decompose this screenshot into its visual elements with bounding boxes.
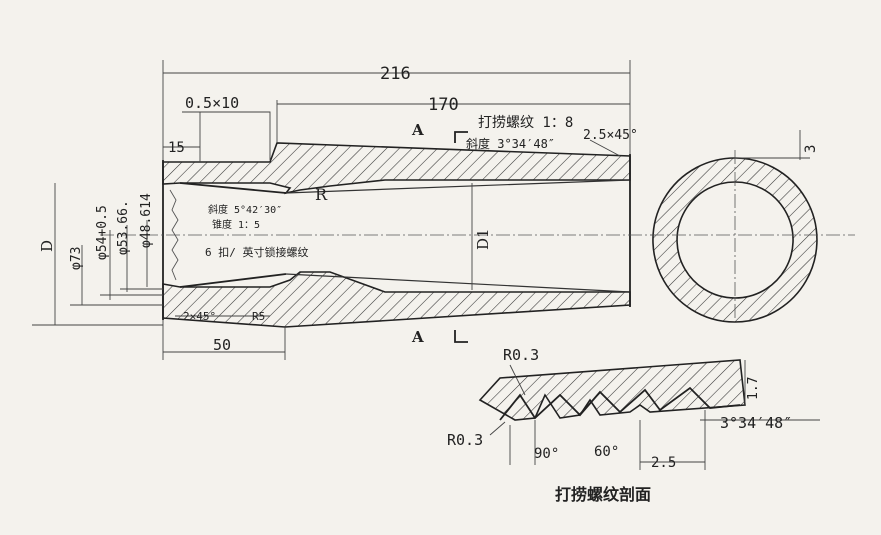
label-50: 50 [213, 336, 231, 354]
label-d53: φ53.66. [116, 200, 131, 255]
label-height: 1.7 [746, 377, 761, 400]
bottom-dimensions [162, 315, 286, 360]
upper-wall-section [162, 142, 631, 195]
label-r5: R5 [252, 310, 265, 323]
labels: 216 170 0.5×10 15 打捞螺纹 1：8 斜度 3°34′48″ 2… [38, 64, 819, 504]
inner-taper-upper [179, 182, 287, 194]
label-15: 15 [168, 140, 185, 156]
label-r: R [315, 185, 328, 204]
label-undercut: 0.5×10 [185, 94, 239, 112]
section-mark-top [454, 131, 468, 143]
leader-chamfer [589, 139, 621, 157]
label-d: D [38, 240, 56, 252]
section-mark-bottom [454, 330, 468, 343]
section-marks [454, 131, 468, 343]
label-r03-top: R0.3 [503, 346, 539, 364]
label-chamfer-left: 2×45° [183, 310, 216, 323]
label-chamfer-right: 2.5×45° [583, 128, 638, 143]
thread-profile-view [478, 359, 820, 470]
label-d73: φ73 [69, 247, 84, 270]
lower-wall-section [162, 271, 631, 328]
label-profile-caption: 打捞螺纹剖面 [555, 485, 651, 504]
inner-taper-lower [179, 273, 287, 288]
thread-teeth [499, 386, 741, 421]
ring-section [652, 157, 818, 323]
label-section-a-top: A [411, 121, 424, 139]
label-taper-angle: 斜度 5°42′30″ [208, 203, 282, 216]
label-d1: D1 [474, 228, 492, 250]
label-r03-bottom: R0.3 [447, 431, 483, 449]
label-thread-title: 打捞螺纹 1：8 [478, 114, 573, 131]
label-thread-slope: 3°34′48″ [720, 414, 792, 432]
bore-lower-line [285, 273, 631, 293]
leader-r-bottom [489, 421, 506, 436]
left-dimensions [32, 183, 163, 326]
label-216: 216 [380, 64, 411, 84]
thread-profile-section [478, 359, 746, 421]
top-dimensions [162, 60, 631, 162]
label-3: 3 [803, 145, 819, 153]
label-inner-taper: 锥度 1：5 [212, 218, 260, 231]
leader-r-top [509, 364, 526, 396]
label-pitch: 2.5 [651, 455, 676, 471]
label-90: 90° [534, 446, 559, 462]
label-d48: φ48.614 [139, 193, 154, 248]
bore-upper-line [285, 179, 631, 194]
label-inner-thread: 6 扣/ 英寸锁接螺纹 [205, 245, 309, 259]
label-slope: 斜度 3°34′48″ [466, 136, 555, 151]
label-60: 60° [594, 444, 619, 460]
leader-undercut [182, 111, 271, 160]
label-d54: φ54+0.5 [95, 205, 110, 260]
cross-section-view [650, 130, 855, 323]
main-section-view [100, 142, 655, 328]
label-section-a-bottom: A [411, 328, 424, 346]
label-170: 170 [428, 95, 459, 115]
